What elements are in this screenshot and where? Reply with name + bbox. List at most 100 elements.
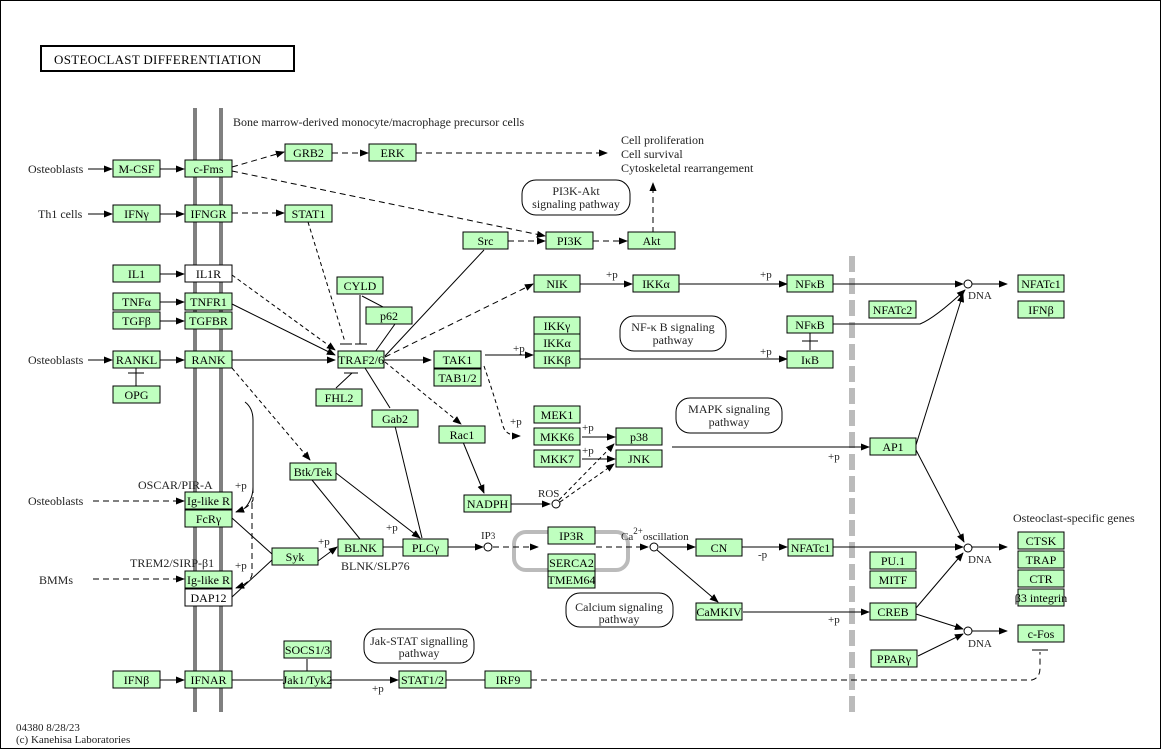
gene-tgfbr[interactable]: TGFBR [184,311,233,330]
gene-irf9[interactable]: IRF9 [484,670,532,689]
gene-ikky[interactable]: IKKγ [533,316,581,335]
blnk-slp76-label: BLNK/SLP76 [341,559,410,573]
gene-grb2[interactable]: GRB2 [284,143,333,162]
gene-plcy[interactable]: PLCγ [402,538,449,557]
gene-label: IFNAR [190,673,226,687]
gene-ctr[interactable]: CTR [1017,569,1065,588]
gene-src[interactable]: Src [462,231,509,250]
gene-nfatc2[interactable]: NFATc2 [868,300,917,319]
gene-ifnar[interactable]: IFNAR [184,670,233,689]
gene-jak[interactable]: Jak1/Tyk2 [283,670,333,689]
gene-mkk6[interactable]: MKK6 [533,427,581,446]
gene-cyld[interactable]: CYLD [336,276,384,295]
source-th1: Th1 cells [38,207,83,221]
gene-il1[interactable]: IL1 [112,264,161,283]
gene-ip3r[interactable]: IP3R [547,526,596,545]
phospho-labels: +p +p +p +p +p +p +p +p +p +p +p +p -p +… [235,269,840,695]
gene-label: PU.1 [881,554,905,568]
gene-il1r[interactable]: IL1R [184,264,233,283]
ros-node [551,499,561,509]
gene-camkiv[interactable]: CaMKIV [695,602,743,621]
gene-ap1[interactable]: AP1 [869,437,917,456]
gene-p62[interactable]: p62 [365,306,413,325]
gene-fcry[interactable]: FcRγ [184,509,233,528]
svg-text:+p: +p [235,480,247,492]
gene-socs[interactable]: SOCS1/3 [283,640,332,659]
gene-serca2[interactable]: SERCA2 [547,553,596,572]
gene-trap[interactable]: TRAP [1017,550,1065,569]
gene-ctsk[interactable]: CTSK [1017,531,1065,550]
gene-b3int[interactable]: β3 integrin [1015,588,1067,607]
gene-nadph[interactable]: NADPH [463,494,512,513]
gene-blnk[interactable]: BLNK [337,538,384,557]
gene-label: TNFα [122,295,152,309]
map-mapk[interactable]: MAPK signaling pathway [675,397,783,434]
gene-ikb[interactable]: IκB [786,350,834,369]
gene-syk[interactable]: Syk [271,547,319,566]
gene-ikka2[interactable]: IKKα [533,333,581,352]
gene-fhl2[interactable]: FHL2 [315,388,363,407]
gene-nik[interactable]: NIK [533,274,581,293]
svg-text:+p: +p [510,416,522,428]
gene-stat12[interactable]: STAT1/2 [398,670,447,689]
gene-mek1[interactable]: MEK1 [533,405,581,424]
gene-tnfr1[interactable]: TNFR1 [184,292,233,311]
gene-gab2[interactable]: Gab2 [371,409,419,428]
gene-label: MITF [879,573,908,587]
map-pi3k-akt[interactable]: PI3K-Akt signaling pathway [521,179,631,216]
source-osteoblasts-1: Osteoblasts [28,162,84,176]
gene-mitf[interactable]: MITF [869,570,917,589]
gene-label: Src [478,234,494,248]
gene-label: TAK1 [443,353,473,367]
gene-dap12[interactable]: DAP12 [184,588,233,607]
gene-label: IKKγ [544,319,571,333]
gene-rankl[interactable]: RANKL [112,350,161,369]
gene-akt[interactable]: Akt [627,231,676,250]
gene-ikka1[interactable]: IKKα [632,274,680,293]
gene-tgfb[interactable]: TGFβ [112,311,161,330]
gene-nfatc1_top[interactable]: NFATc1 [1017,274,1065,293]
gene-opg[interactable]: OPG [112,385,161,404]
gene-cfos[interactable]: c-Fos [1017,624,1065,643]
map-jak-stat[interactable]: Jak-STAT signalling pathway [363,628,475,664]
svg-text:signaling pathway: signaling pathway [532,197,620,211]
gene-creb[interactable]: CREB [869,602,917,621]
gene-ifnb_top[interactable]: IFNβ [1017,300,1065,319]
gene-label: PPARγ [877,652,912,666]
gene-label: PI3K [557,234,583,248]
gene-rank[interactable]: RANK [184,350,233,369]
gene-label: IFNβ [1028,303,1053,317]
gene-nfkb1[interactable]: NFκB [786,274,834,293]
gene-stat1[interactable]: STAT1 [284,204,333,223]
map-calcium[interactable]: Calcium signaling pathway [565,592,674,628]
gene-mkk7[interactable]: MKK7 [533,449,581,468]
gene-mcsf[interactable]: M-CSF [112,159,161,178]
gene-ikkb[interactable]: IKKβ [533,350,581,369]
gene-rac1[interactable]: Rac1 [438,425,486,444]
gene-label: Btk/Tek [294,465,333,479]
gene-tak1[interactable]: TAK1 [433,350,482,369]
gene-ifnb[interactable]: IFNβ [112,670,161,689]
gene-erk[interactable]: ERK [368,143,417,162]
gene-btk[interactable]: Btk/Tek [289,462,337,481]
gene-nfatc1[interactable]: NFATc1 [787,538,834,557]
source-osteoblasts-2: Osteoblasts [28,353,84,367]
gene-nfkb2[interactable]: NFκB [786,315,834,334]
gene-p38[interactable]: p38 [615,427,663,446]
gene-tmem64[interactable]: TMEM64 [547,570,596,589]
gene-ifng[interactable]: IFNγ [112,204,161,223]
map-nfkb[interactable]: NF-κ B signaling pathway [619,315,727,352]
gene-traf[interactable]: TRAF2/6 [337,350,385,369]
gene-iglike2[interactable]: Ig-like R [184,570,233,589]
gene-ifngr[interactable]: IFNGR [184,204,233,223]
gene-cn[interactable]: CN [695,538,743,557]
gene-cfms[interactable]: c-Fms [184,159,233,178]
gene-pi3k[interactable]: PI3K [545,231,594,250]
gene-ppary[interactable]: PPARγ [870,649,918,668]
gene-jnk[interactable]: JNK [615,449,663,468]
gene-pu1[interactable]: PU.1 [869,551,917,570]
gene-tnfa[interactable]: TNFα [112,292,161,311]
gene-iglike1[interactable]: Ig-like R [184,491,233,510]
gene-label: FHL2 [325,391,354,405]
gene-tab12[interactable]: TAB1/2 [433,368,482,387]
